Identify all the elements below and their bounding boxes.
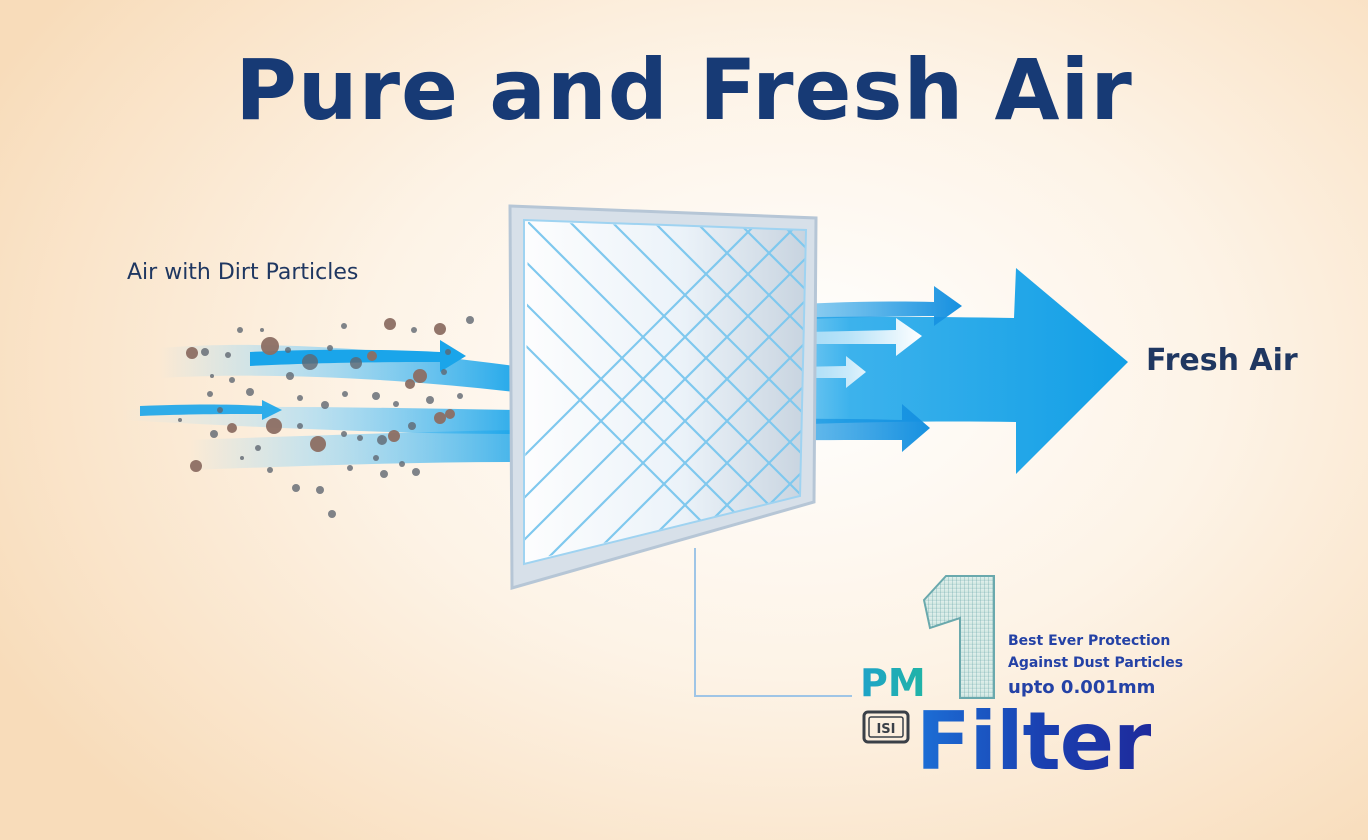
- dust-particle: [292, 484, 300, 492]
- dust-particle: [285, 347, 291, 353]
- dust-particle: [316, 486, 324, 494]
- mesh-line: [524, 222, 781, 562]
- dust-particle: [302, 354, 318, 370]
- dust-particle: [237, 327, 243, 333]
- dust-particle: [225, 352, 231, 358]
- dust-particle: [426, 396, 434, 404]
- mesh-filter-icon: [508, 204, 818, 590]
- dust-particle: [178, 418, 182, 422]
- output-air-label: Fresh Air: [1146, 343, 1298, 378]
- inflow-arrow-lower: [140, 400, 282, 420]
- dust-particle: [229, 377, 235, 383]
- dust-particle: [227, 423, 237, 433]
- dust-particle: [445, 409, 455, 419]
- mesh-line: [524, 222, 806, 562]
- mesh-line: [524, 222, 806, 562]
- dust-particle: [408, 422, 416, 430]
- dust-particle: [372, 392, 380, 400]
- pm-badge: ISI: [862, 575, 995, 744]
- dust-particle: [347, 465, 353, 471]
- dust-particle: [411, 327, 417, 333]
- dust-particle: [201, 348, 209, 356]
- mesh-line: [715, 222, 806, 562]
- dust-particles: [178, 316, 474, 518]
- input-air-label: Air with Dirt Particles: [127, 260, 359, 285]
- dust-particle: [445, 349, 451, 355]
- filter-inner-border: [523, 218, 808, 566]
- badge-line-size: upto 0.001mm: [1008, 677, 1156, 698]
- dust-particle: [367, 351, 377, 361]
- dust-particle: [260, 328, 264, 332]
- dust-particle: [190, 460, 202, 472]
- dust-particle: [399, 461, 405, 467]
- badge-line-protection: Best Ever Protection: [1008, 633, 1171, 649]
- dust-particle: [297, 395, 303, 401]
- dust-particle: [210, 374, 214, 378]
- isi-mark-icon: ISI: [862, 710, 910, 744]
- dust-particle: [373, 455, 379, 461]
- dust-particle: [441, 369, 447, 375]
- mesh-line: [547, 222, 806, 562]
- dust-particle: [434, 323, 446, 335]
- dust-particle: [413, 369, 427, 383]
- dust-particle: [217, 407, 223, 413]
- badge-connector-line: [694, 548, 852, 697]
- mesh-line: [524, 222, 806, 562]
- mesh-line: [673, 222, 806, 562]
- mesh-line: [631, 222, 806, 562]
- dust-particle: [393, 401, 399, 407]
- dust-particle: [286, 372, 294, 380]
- dust-particle: [240, 456, 244, 460]
- dust-particle: [412, 468, 420, 476]
- dust-particle: [341, 323, 347, 329]
- badge-line-dust: Against Dust Particles: [1008, 655, 1184, 671]
- outflow-white-arrow-2: [720, 318, 922, 356]
- dust-particle: [310, 436, 326, 452]
- dust-particle: [186, 347, 198, 359]
- svg-text:ISI: ISI: [876, 722, 895, 737]
- dust-particle: [327, 345, 333, 351]
- dust-particle: [207, 391, 213, 397]
- dust-particle: [377, 435, 387, 445]
- badge-filter-text: Filter: [916, 695, 1152, 788]
- badge-digit-1: [922, 575, 995, 699]
- dust-particle: [405, 379, 415, 389]
- dust-particle: [466, 316, 474, 324]
- dust-particle: [457, 393, 463, 399]
- dust-particle: [342, 391, 348, 397]
- dust-particle: [246, 388, 254, 396]
- dust-particle: [328, 510, 336, 518]
- inflow-arrow-upper: [250, 340, 466, 372]
- dust-particle: [321, 401, 329, 409]
- dust-particle: [380, 470, 388, 478]
- dust-particle: [210, 430, 218, 438]
- dust-particle: [434, 412, 446, 424]
- dust-particle: [266, 418, 282, 434]
- filter-panel: [524, 220, 806, 564]
- dust-particle: [255, 445, 261, 451]
- dust-particle: [388, 430, 400, 442]
- dust-particle: [267, 467, 273, 473]
- dust-particle: [297, 423, 303, 429]
- dust-particle: [357, 435, 363, 441]
- dust-particle: [341, 431, 347, 437]
- dust-particle: [350, 357, 362, 369]
- inflow-stream-lower: [190, 430, 515, 470]
- inflow-streams: [120, 340, 515, 470]
- page-title: Pure and Fresh Air: [235, 41, 1133, 139]
- badge-pm-text: PM: [860, 661, 926, 705]
- dust-particle: [384, 318, 396, 330]
- dust-particle: [261, 337, 279, 355]
